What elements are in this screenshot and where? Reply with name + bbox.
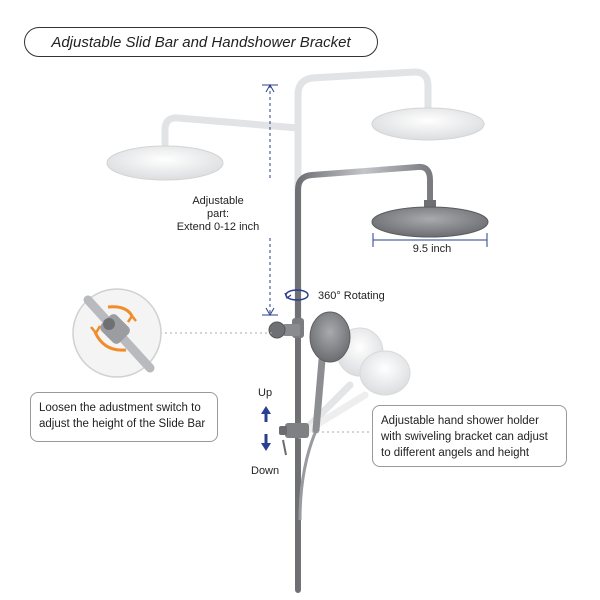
ghost-shower-left	[106, 114, 302, 181]
bracket-callout-text: Adjustable hand shower holder with swive…	[381, 415, 548, 459]
adjustable-height-dimension	[262, 83, 278, 317]
rotation-icon	[284, 289, 309, 301]
adjustable-line-2: part:	[206, 208, 229, 220]
rain-shower-head	[371, 200, 489, 238]
slide-bar-callout-text: Loosen the adustment switch to adjust th…	[39, 402, 206, 430]
up-down-arrows	[261, 406, 271, 451]
title-text: Adjustable Slid Bar and Handshower Brack…	[51, 33, 351, 51]
slide-bar-callout: Loosen the adustment switch to adjust th…	[30, 392, 218, 442]
bracket-callout: Adjustable hand shower holder with swive…	[372, 405, 567, 467]
adjustable-line-1: Adjustable	[192, 195, 244, 207]
handshower-bracket	[279, 423, 309, 456]
zoom-detail-circle	[72, 288, 162, 378]
rotating-label: 360° Rotating	[318, 290, 385, 302]
adjustable-part-label: Adjustable part: Extend 0-12 inch	[168, 195, 268, 234]
title-banner: Adjustable Slid Bar and Handshower Brack…	[24, 27, 378, 57]
head-size-dimension	[372, 233, 488, 247]
head-size-label: 9.5 inch	[412, 243, 452, 255]
adjustment-knob	[268, 321, 300, 339]
ghost-shower-right	[294, 68, 485, 334]
hand-shower	[298, 311, 351, 521]
up-label: Up	[258, 387, 273, 399]
down-label: Down	[251, 465, 280, 477]
adjustable-line-3: Extend 0-12 inch	[176, 221, 260, 233]
